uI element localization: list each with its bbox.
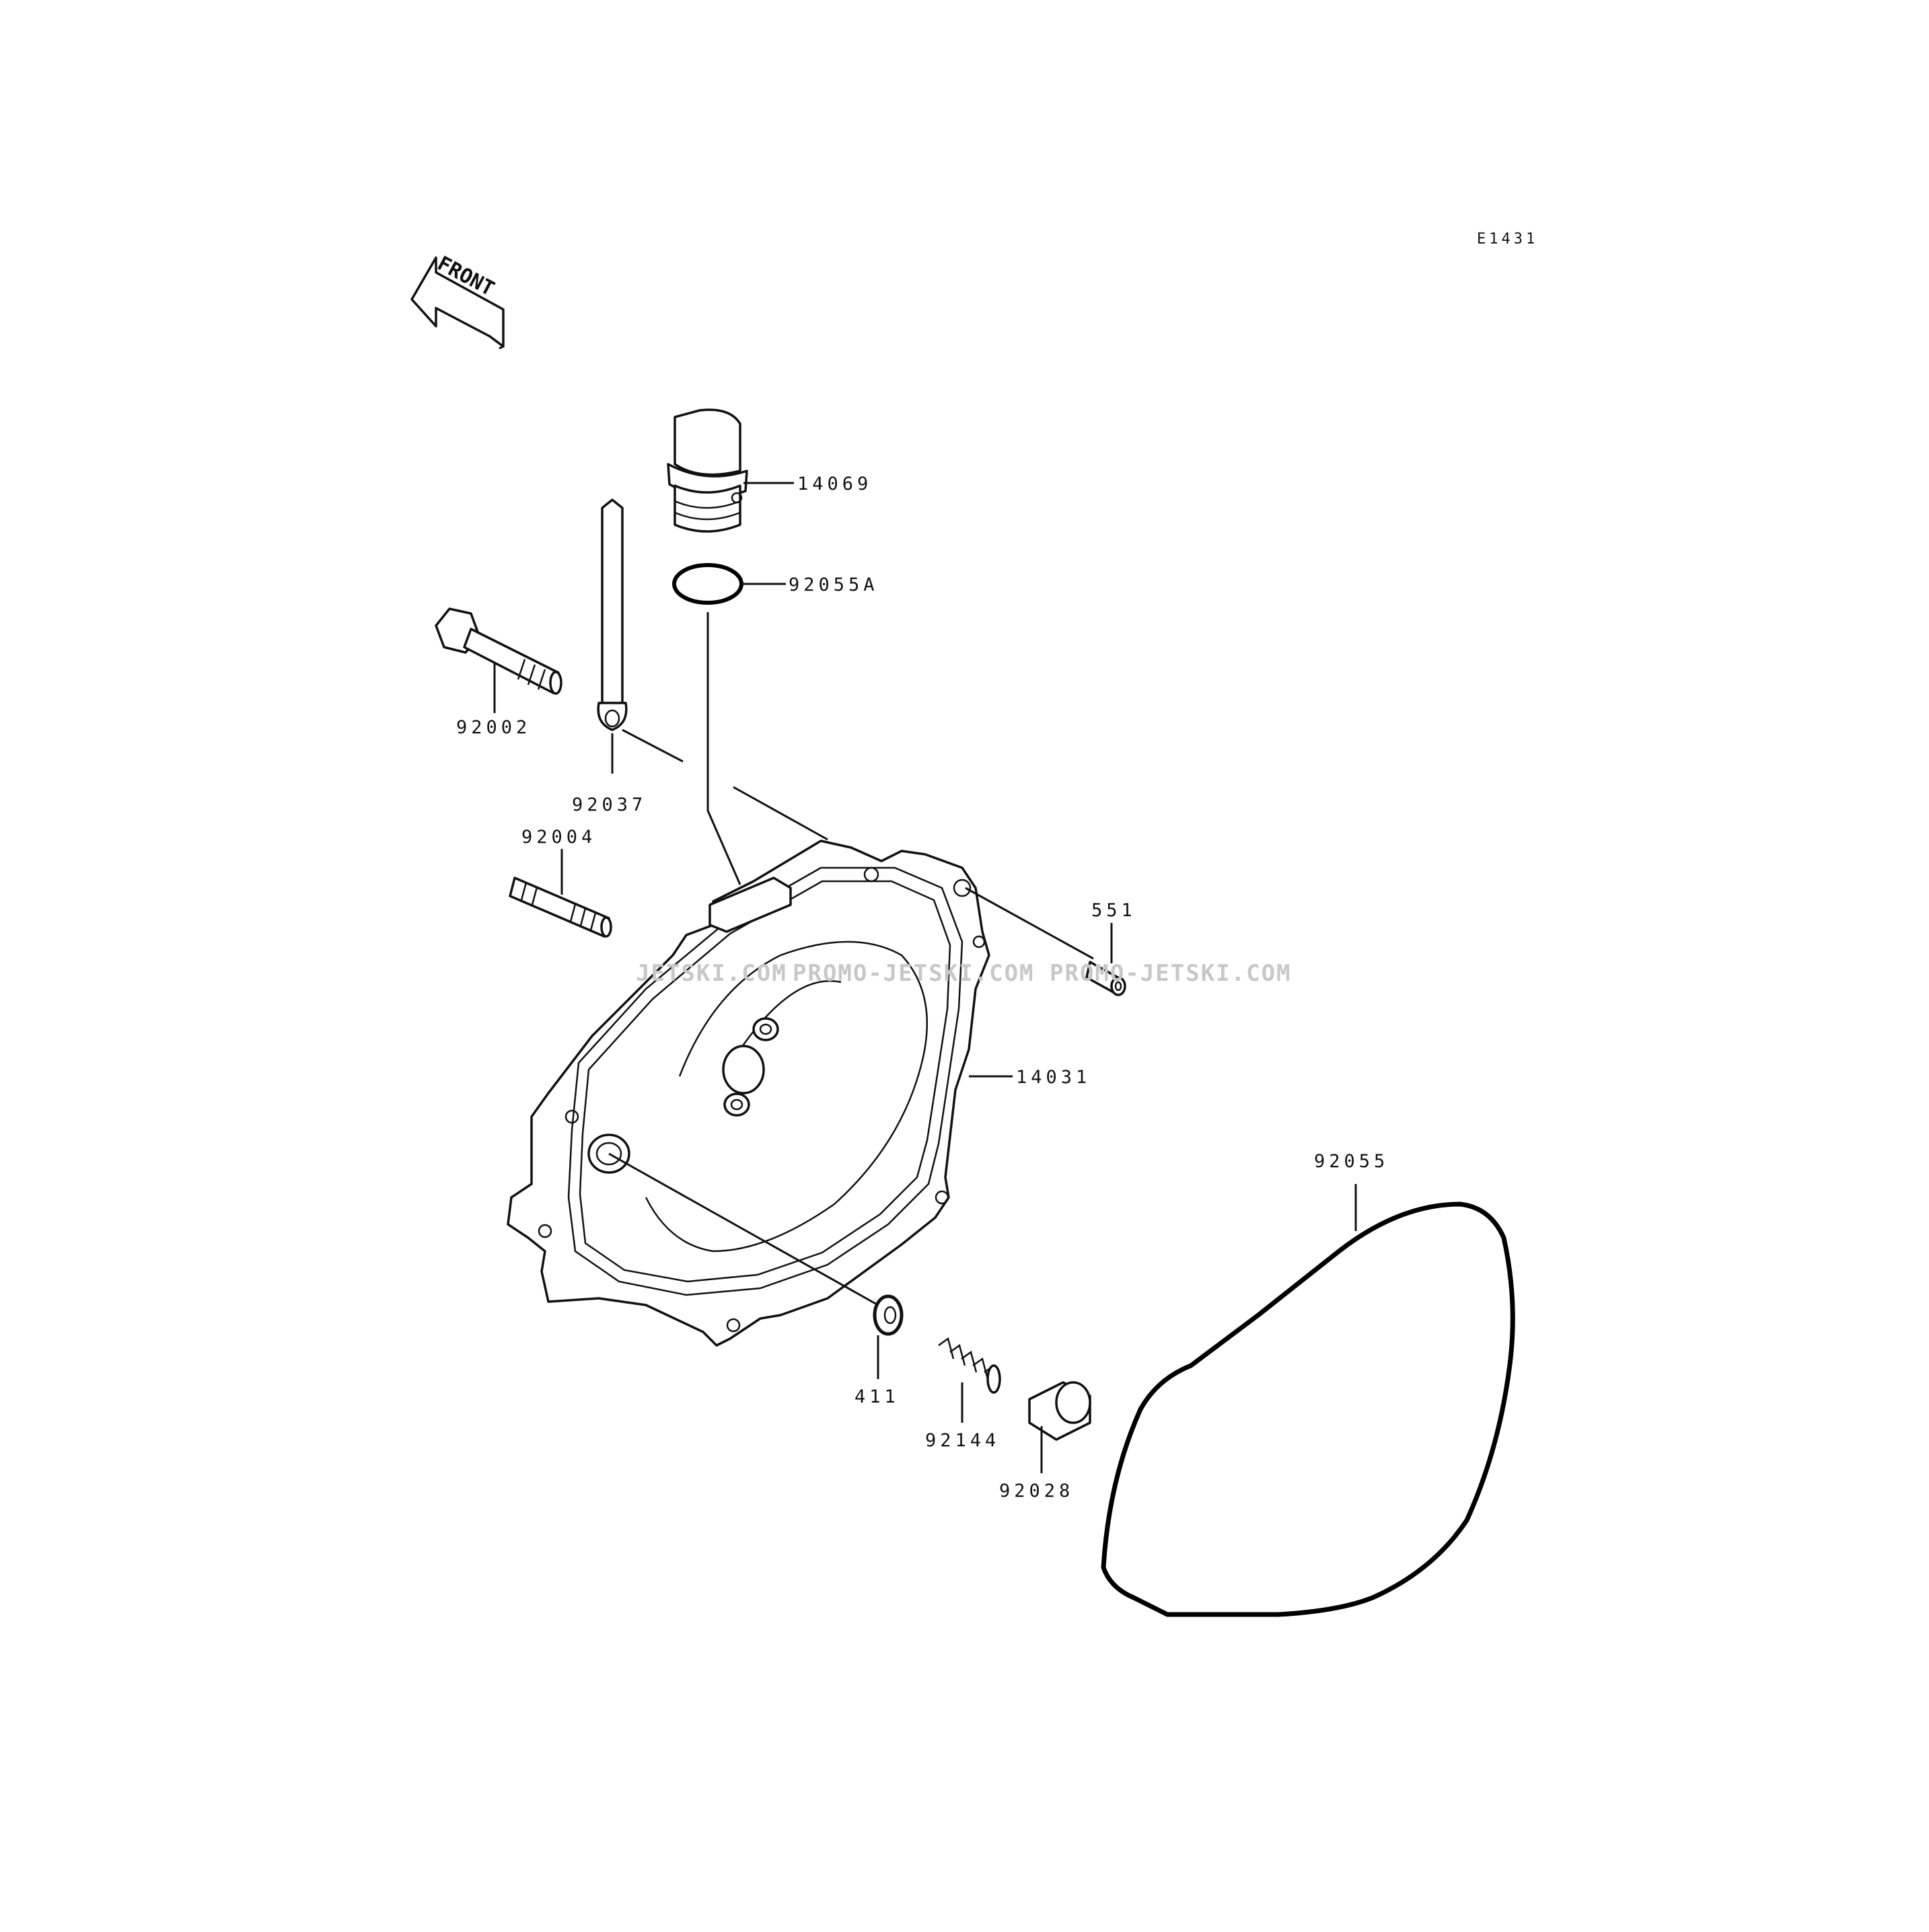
collar-part — [1028, 1381, 1091, 1441]
washer-part — [873, 1294, 904, 1336]
part-label-92055A: 92055A — [789, 574, 879, 595]
cover-gasket-part — [1101, 1201, 1515, 1617]
watermark-3: PROMO-JETSKI.COM — [1050, 960, 1292, 987]
dipstick-part — [597, 498, 628, 731]
front-arrow-icon: FRONT — [410, 252, 505, 350]
bolt-part — [435, 607, 562, 695]
part-label-92028: 92028 — [999, 1481, 1074, 1501]
part-label-92004: 92004 — [521, 827, 596, 848]
part-label-92002: 92002 — [456, 717, 531, 738]
part-label-92037: 92037 — [572, 794, 647, 815]
part-label-92055: 92055 — [1314, 1151, 1389, 1172]
watermark-1: JETSKI.COM — [636, 960, 787, 987]
part-label-14069: 14069 — [797, 474, 872, 494]
stud-part — [509, 877, 612, 938]
filler-cap-part — [667, 408, 748, 533]
o-ring-part — [672, 563, 743, 605]
part-label-92144: 92144 — [925, 1430, 1000, 1451]
diagram-code: E1431 — [1477, 231, 1538, 248]
dowel-pin-part — [1085, 961, 1126, 996]
part-label-551: 551 — [1091, 900, 1136, 921]
watermark-2: PROMO-JETSKI.COM — [793, 960, 1035, 987]
part-label-411: 411 — [854, 1386, 900, 1407]
spring-part — [938, 1337, 1001, 1394]
cover-part — [507, 840, 990, 1347]
part-label-14031: 14031 — [1016, 1067, 1091, 1088]
